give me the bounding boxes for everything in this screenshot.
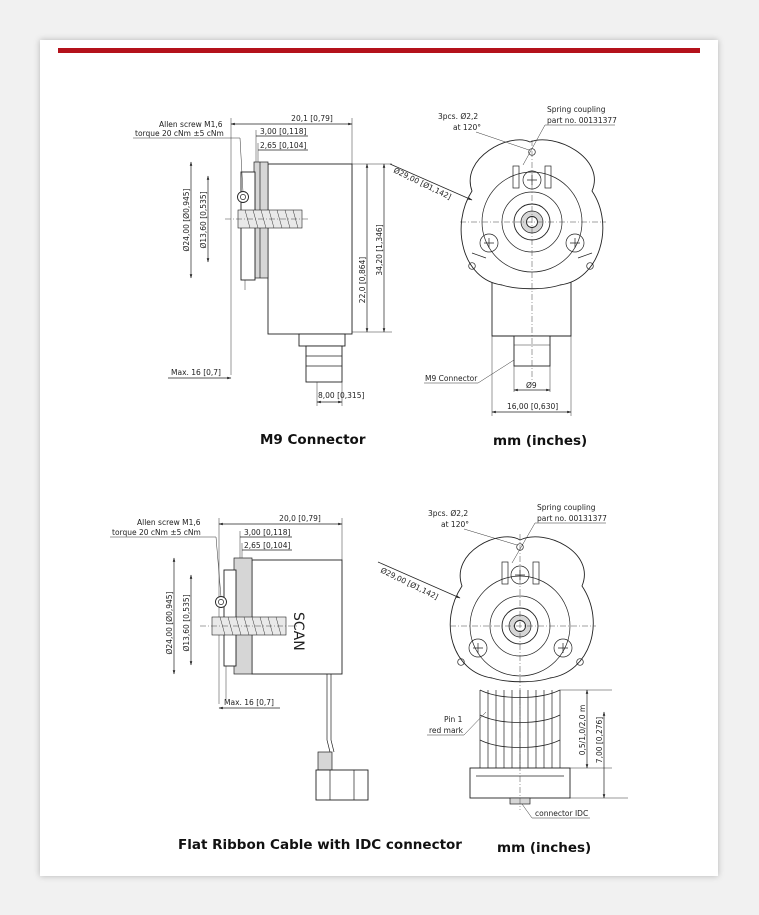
dim-3-00-ribbon: 3,00 [0,118] xyxy=(244,528,290,537)
dim-cable-length: 0,5/1,0/2,0 m xyxy=(578,705,587,756)
dim-dia-9: Ø9 xyxy=(526,381,537,390)
dim-dia-24: Ø24,00 [Ø0,945] xyxy=(182,188,191,251)
front-view-m9: 3pcs. Ø2,2 at 120° Spring coupling part … xyxy=(389,105,617,449)
idc-connector-label: connector IDC xyxy=(535,809,588,818)
dim-dia-29: Ø29,00 [Ø1,142] xyxy=(392,166,453,202)
dim-2-65-ribbon: 2,65 [0,104] xyxy=(244,541,290,550)
idc-connector-side xyxy=(315,769,369,801)
spring-coupling-part-no: part no. 00131377 xyxy=(547,116,617,125)
dim-height-22: 22,0 [0,864] xyxy=(358,257,367,303)
caption-mm-inches-top: mm (inches) xyxy=(493,433,587,449)
dim-max-16-ribbon: Max. 16 [0,7] xyxy=(224,698,274,707)
holes-angle-label: at 120° xyxy=(453,123,481,132)
dim-width-8: 8,00 [0,315] xyxy=(318,391,364,400)
datasheet-page: 20,1 [0,79] 3,00 [0,118] 2,65 [0,104] Ø2… xyxy=(40,40,718,876)
holes-angle-label-ribbon: at 120° xyxy=(441,520,469,529)
allen-screw xyxy=(237,191,249,203)
allen-torque-label-ribbon: torque 20 cNm ±5 cNm xyxy=(112,528,201,537)
spring-coupling-label: Spring coupling xyxy=(547,105,606,114)
body-marking: SCAN xyxy=(290,612,306,651)
dim-3-00: 3,00 [0,118] xyxy=(260,127,306,136)
caption-mm-inches-bottom: mm (inches) xyxy=(497,840,591,856)
dim-dia-13-6: Ø13,60 [0,535] xyxy=(199,191,208,248)
header-accent-bar xyxy=(58,48,700,53)
front-flange-ribbon xyxy=(233,557,253,675)
dim-max-16: Max. 16 [0,7] xyxy=(171,368,221,377)
idc-connector-front xyxy=(469,767,571,799)
pin1-red-mark-label: red mark xyxy=(429,726,464,735)
front-view-ribbon: 3pcs. Ø2,2 at 120° Spring coupling part … xyxy=(377,503,628,856)
dim-width-16: 16,00 [0,630] xyxy=(507,402,558,411)
holes-count-label: 3pcs. Ø2,2 xyxy=(438,112,478,121)
dim-height-34-2: 34,20 [1,346] xyxy=(375,224,384,275)
dim-overall-length-ribbon: 20,0 [0,79] xyxy=(279,514,321,523)
dim-overall-length: 20,1 [0,79] xyxy=(291,114,333,123)
caption-flat-ribbon: Flat Ribbon Cable with IDC connector xyxy=(178,837,462,853)
m9-connector xyxy=(305,345,343,383)
pin1-label: Pin 1 xyxy=(444,715,463,724)
dim-height-7: 7,00 [0,276] xyxy=(595,717,604,763)
holes-count-label-ribbon: 3pcs. Ø2,2 xyxy=(428,509,468,518)
side-view-ribbon: SCAN 20,0 [0,79] 3,00 [0,118] 2,65 [0,10… xyxy=(110,514,462,853)
dim-dia-29-ribbon: Ø29,00 [Ø1,142] xyxy=(379,566,440,602)
spring-coupling-label-ribbon: Spring coupling xyxy=(537,503,596,512)
allen-screw-ribbon xyxy=(215,596,227,608)
spring-coupling-part-no-ribbon: part no. 00131377 xyxy=(537,514,607,523)
dim-2-65: 2,65 [0,104] xyxy=(260,141,306,150)
caption-m9-connector: M9 Connector xyxy=(260,432,366,448)
allen-screw-label: Allen screw M1,6 xyxy=(159,120,223,129)
m9-connector-label: M9 Connector xyxy=(425,374,478,383)
technical-drawings: 20,1 [0,79] 3,00 [0,118] 2,65 [0,104] Ø2… xyxy=(110,105,628,856)
allen-torque-label: torque 20 cNm ±5 cNm xyxy=(135,129,224,138)
allen-screw-label-ribbon: Allen screw M1,6 xyxy=(137,518,201,527)
dim-dia-13-6-ribbon: Ø13,60 [0,535] xyxy=(182,594,191,651)
dim-dia-24-ribbon: Ø24,00 [Ø0,945] xyxy=(165,591,174,654)
side-view-m9: 20,1 [0,79] 3,00 [0,118] 2,65 [0,104] Ø2… xyxy=(133,114,392,448)
encoder-body xyxy=(267,163,353,335)
